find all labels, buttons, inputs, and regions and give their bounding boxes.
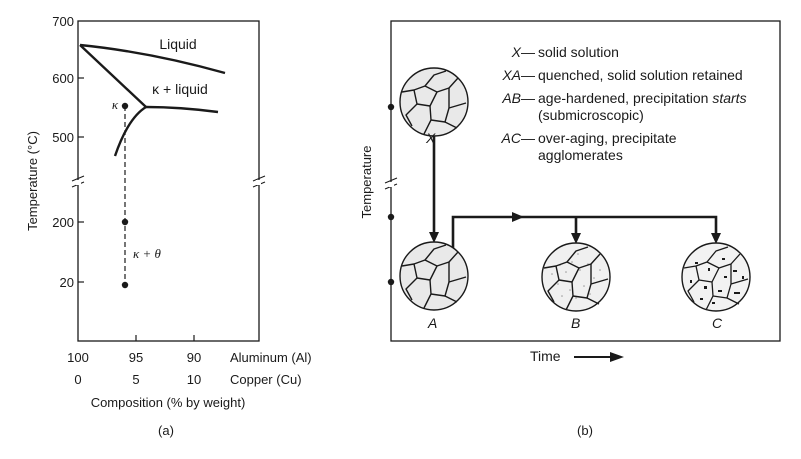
panel-a-phase-diagram: 700 600 500 200 20 Temperature (°C) 100 … bbox=[25, 14, 312, 438]
caption-b: (b) bbox=[577, 423, 593, 438]
region-kappa-theta-label: κ + θ bbox=[133, 246, 162, 261]
point-20c bbox=[121, 281, 129, 289]
aging-line bbox=[451, 215, 718, 252]
microstructure-b bbox=[541, 242, 611, 312]
panel-b-temp-point-mid bbox=[387, 213, 395, 221]
legend-text-ab: age-hardened, precipitation starts bbox=[538, 90, 747, 106]
legend-key-ab: AB bbox=[501, 90, 521, 106]
cu-tick-0: 0 bbox=[74, 372, 81, 387]
legend-key-x: X bbox=[511, 44, 522, 60]
region-liquid-label: Liquid bbox=[159, 36, 196, 52]
y-axis-label: Temperature (°C) bbox=[25, 131, 40, 231]
caption-a: (a) bbox=[158, 423, 174, 438]
microstructure-a bbox=[399, 241, 469, 311]
time-axis-label: Time bbox=[530, 348, 561, 364]
point-kappa bbox=[121, 102, 129, 110]
panel-b-temp-point-low bbox=[387, 278, 395, 286]
x-axis-label: Composition (% by weight) bbox=[91, 395, 246, 410]
al-tick-100: 100 bbox=[67, 350, 89, 365]
label-c: C bbox=[712, 315, 723, 331]
label-a: A bbox=[427, 315, 437, 331]
legend-text-xa: quenched, solid solution retained bbox=[538, 67, 743, 83]
break-gap-right bbox=[256, 180, 261, 185]
legend-key-ac: AC bbox=[501, 130, 522, 146]
liquidus-upper-line bbox=[79, 43, 226, 75]
solvus-line bbox=[113, 105, 147, 157]
legend-text-ac-line2: agglomerates bbox=[538, 147, 623, 163]
region-kappa-liquid-label: κ + liquid bbox=[152, 81, 208, 97]
arrow-to-c bbox=[711, 233, 721, 244]
legend-key-xa: XA bbox=[501, 67, 521, 83]
arrow-to-b bbox=[571, 233, 581, 244]
microstructure-x bbox=[399, 67, 469, 137]
y-tick-label-20: 20 bbox=[60, 275, 74, 290]
legend-text-ab-line2: (submicroscopic) bbox=[538, 107, 644, 123]
panel-b-break-gap bbox=[389, 182, 394, 187]
y-tick-label-600: 600 bbox=[52, 71, 74, 86]
legend-dash-ab: — bbox=[521, 90, 535, 106]
arrow-to-a bbox=[429, 232, 439, 243]
y-tick-label-200: 200 bbox=[52, 215, 74, 230]
panel-b-legend: X — solid solution XA — quenched, solid … bbox=[501, 44, 747, 163]
label-b: B bbox=[571, 315, 580, 331]
y-tick-label-500: 500 bbox=[52, 130, 74, 145]
y-tick-marks bbox=[78, 77, 84, 283]
break-gap-left bbox=[76, 180, 81, 185]
microstructure-c bbox=[681, 242, 751, 312]
y-tick-label-700: 700 bbox=[52, 14, 74, 29]
panel-b-temp-point-high bbox=[387, 103, 395, 111]
point-200c bbox=[121, 218, 129, 226]
liquidus-line bbox=[79, 44, 147, 108]
cu-tick-5: 5 bbox=[132, 372, 139, 387]
al-tick-90: 90 bbox=[187, 350, 201, 365]
panel-b-y-axis-label: Temperature bbox=[359, 146, 374, 219]
process-arrowheads bbox=[429, 212, 721, 244]
aluminum-label: Aluminum (Al) bbox=[230, 350, 312, 365]
arrow-right-mid bbox=[512, 212, 524, 222]
x-tick-marks bbox=[135, 335, 195, 341]
label-x: X bbox=[425, 130, 436, 146]
time-arrow-icon bbox=[610, 352, 624, 362]
axis-break-marks bbox=[71, 175, 266, 188]
copper-label: Copper (Cu) bbox=[230, 372, 302, 387]
panel-b-aging-diagram: Temperature X — solid solution XA — quen… bbox=[359, 20, 781, 438]
cu-tick-10: 10 bbox=[187, 372, 201, 387]
solidus-line bbox=[145, 105, 219, 114]
legend-dash-x: — bbox=[521, 44, 535, 60]
legend-dash-ac: — bbox=[521, 130, 535, 146]
legend-dash-xa: — bbox=[521, 67, 535, 83]
legend-text-ac: over-aging, precipitate bbox=[538, 130, 677, 146]
region-kappa-label: κ bbox=[112, 97, 119, 112]
phase-boundaries bbox=[79, 43, 226, 157]
legend-text-x: solid solution bbox=[538, 44, 619, 60]
al-tick-95: 95 bbox=[129, 350, 143, 365]
